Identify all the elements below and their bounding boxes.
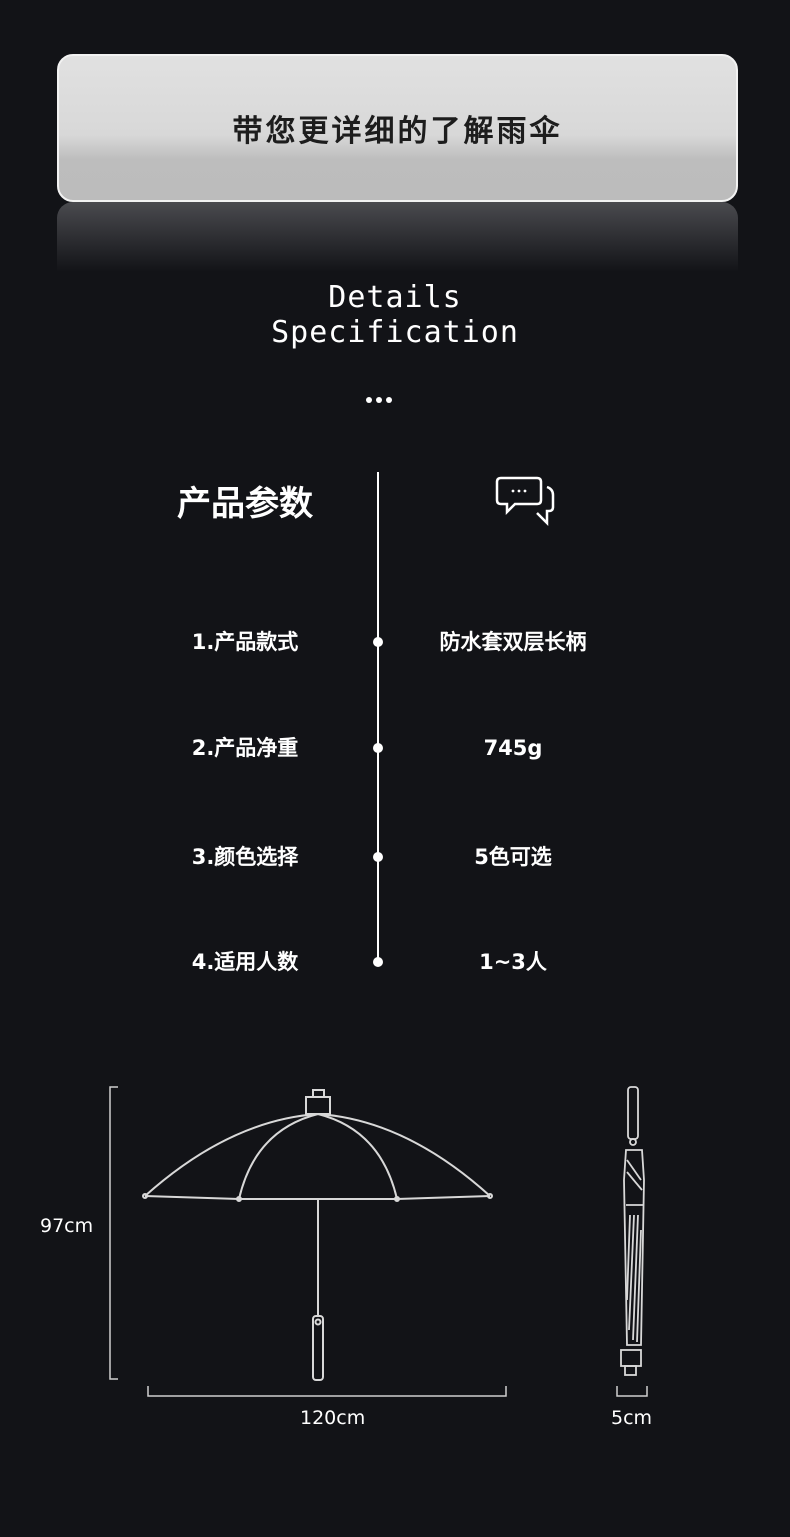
title-banner: 带您更详细的了解雨伞 — [57, 54, 738, 202]
param-row-capacity: 4.适用人数 1~3人 — [0, 947, 790, 977]
banner-title: 带您更详细的了解雨伞 — [232, 114, 563, 149]
param-label: 4.适用人数 — [191, 950, 299, 974]
banner-reflection — [57, 202, 738, 272]
width-dimension-line — [147, 1386, 507, 1397]
timeline-dot — [373, 957, 383, 967]
timeline-dot — [373, 637, 383, 647]
open-umbrella-illustration — [142, 1089, 493, 1381]
timeline-line — [377, 472, 379, 962]
timeline-dot — [373, 852, 383, 862]
param-value: 745g — [483, 736, 543, 760]
chat-bubbles-icon — [495, 475, 557, 531]
param-label: 3.颜色选择 — [191, 845, 299, 869]
section-title-specification: Specification — [271, 315, 519, 350]
timeline-dot — [373, 743, 383, 753]
folded-width-dimension-line — [616, 1386, 648, 1397]
param-value: 5色可选 — [474, 845, 552, 869]
param-row-style: 1.产品款式 防水套双层长柄 — [0, 627, 790, 657]
width-label: 120cm — [300, 1407, 366, 1429]
param-label: 1.产品款式 — [191, 630, 299, 654]
ellipsis-divider — [366, 397, 396, 405]
param-label: 2.产品净重 — [191, 736, 299, 760]
height-label: 97cm — [40, 1215, 94, 1237]
param-value: 防水套双层长柄 — [439, 630, 587, 654]
height-dimension-line — [109, 1086, 118, 1380]
dimension-lines — [109, 1086, 648, 1397]
folded-width-label: 5cm — [611, 1407, 653, 1429]
folded-umbrella-illustration — [620, 1086, 645, 1376]
params-heading: 产品参数 — [177, 484, 313, 524]
param-row-weight: 2.产品净重 745g — [0, 733, 790, 763]
param-row-colors: 3.颜色选择 5色可选 — [0, 842, 790, 872]
section-title-details: Details — [328, 280, 462, 315]
param-value: 1~3人 — [479, 950, 547, 974]
